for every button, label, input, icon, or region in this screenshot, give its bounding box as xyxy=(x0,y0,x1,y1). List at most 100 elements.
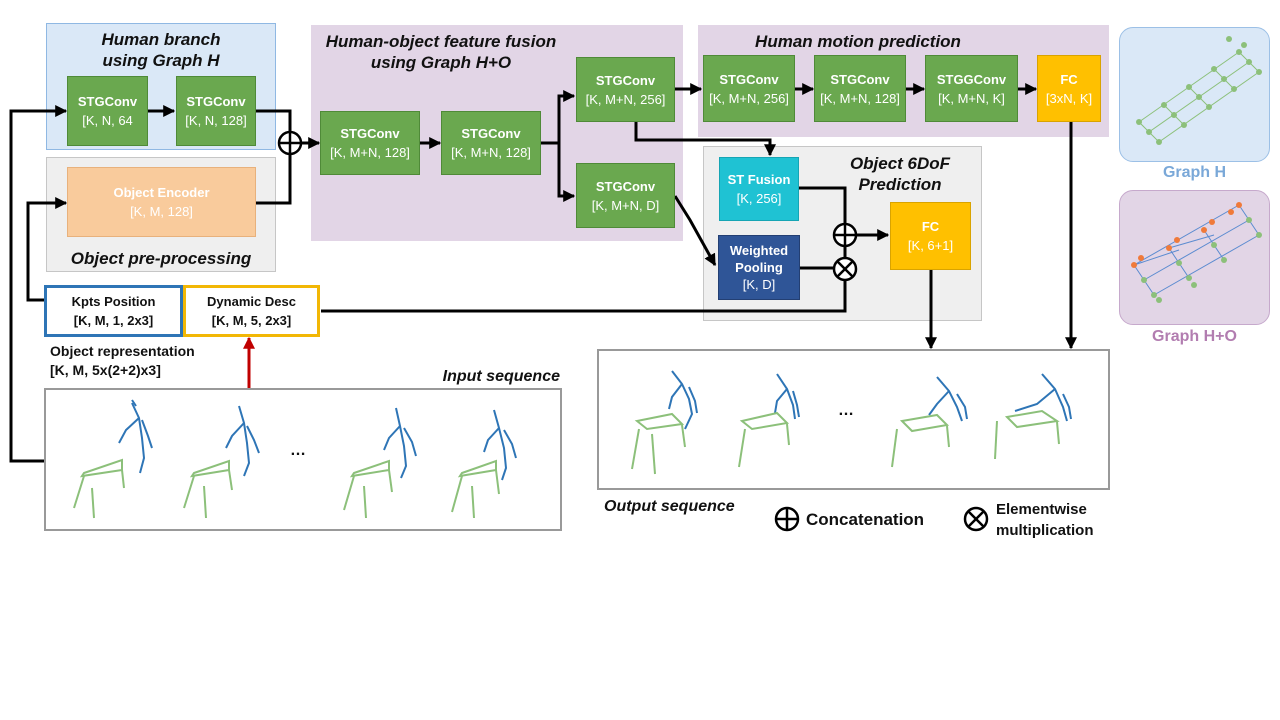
motion-stgconv-2: STGConv [K, M+N, 128] xyxy=(814,55,906,122)
kpts-position-box: Kpts Position [K, M, 1, 2x3] xyxy=(44,285,183,337)
motion-stgconv-2-name: STGConv xyxy=(830,71,890,87)
arrow-dyn-mult xyxy=(321,281,847,313)
object-encoder-dims: [K, M, 128] xyxy=(130,204,193,219)
fusion-stgconv-bottom-dims: [K, M+N, D] xyxy=(591,197,660,213)
weighted-pooling-name-2: Pooling xyxy=(735,260,783,275)
fusion-stgconv-2: STGConv [K, M+N, 128] xyxy=(441,111,541,175)
motion-stgconv-1: STGConv [K, M+N, 256] xyxy=(703,55,795,122)
arrow-fubot-wpool xyxy=(673,195,717,267)
fusion-title: Human-object feature fusion using Graph … xyxy=(311,31,571,73)
fusion-stgconv-2-dims: [K, M+N, 128] xyxy=(451,145,531,160)
dynamic-desc-name: Dynamic Desc xyxy=(207,294,296,309)
input-sequence-figures xyxy=(73,399,517,519)
motion-stggconv-3-dims: [K, M+N, K] xyxy=(938,90,1005,106)
graph-ho-panel xyxy=(1119,190,1270,325)
st-fusion: ST Fusion [K, 256] xyxy=(719,157,799,221)
fusion-stgconv-bottom: STGConv [K, M+N, D] xyxy=(576,163,675,228)
output-sequence-panel xyxy=(597,349,1110,490)
output-human-3 xyxy=(928,376,968,422)
motion-fc: FC [3xN, K] xyxy=(1037,55,1101,122)
arrow-objenc-concat xyxy=(256,154,292,205)
object-preprocessing-title: Object pre-processing xyxy=(70,249,252,268)
object-fc-dims: [K, 6+1] xyxy=(907,238,954,253)
input-sequence-panel xyxy=(44,388,562,531)
concat-operator-1 xyxy=(277,130,303,156)
object-representation-label: Object representation [K, M, 5x(2+2)x3] xyxy=(50,342,195,380)
graph-ho-label: Graph H+O xyxy=(1152,328,1237,345)
legend-concatenation-label: Concatenation xyxy=(806,510,925,529)
legend-multiply-icon xyxy=(963,506,989,532)
human-stgconv-2: STGConv [K, N, 128] xyxy=(176,76,256,146)
output-human-1 xyxy=(668,370,698,430)
weighted-pooling: Weighted Pooling [K, D] xyxy=(718,235,800,300)
motion-stgconv-1-name: STGConv xyxy=(719,71,779,87)
arrow-inputs-to-objenc xyxy=(26,197,68,302)
human-branch-title-line1: Human branch xyxy=(101,30,221,49)
output-chair-3 xyxy=(891,413,950,468)
input-human-4 xyxy=(483,409,517,481)
graph-h-figure xyxy=(1136,36,1262,145)
weighted-pooling-dims: [K, D] xyxy=(742,277,776,292)
object-encoder-name: Object Encoder xyxy=(113,185,210,200)
fusion-stgconv-1: STGConv [K, M+N, 128] xyxy=(320,111,420,175)
output-sequence-figures xyxy=(631,370,1072,475)
fusion-stgconv-top-dims: [K, M+N, 256] xyxy=(585,91,666,107)
arrow-futop-stfusion xyxy=(634,122,776,157)
fusion-stgconv-top-name: STGConv xyxy=(595,72,656,88)
output-human-4 xyxy=(1014,373,1072,422)
object-fc: FC [K, 6+1] xyxy=(890,202,971,270)
fusion-stgconv-top: STGConv [K, M+N, 256] xyxy=(576,57,675,122)
input-human-3 xyxy=(383,407,417,479)
arrow-stfusion-concat2 xyxy=(799,186,847,224)
object-6dof-title-line2: Prediction xyxy=(858,175,942,194)
arrow-split-top xyxy=(557,90,576,143)
legend-multiplication-label: Elementwise multiplication xyxy=(996,499,1094,541)
output-chair-4 xyxy=(994,409,1060,460)
output-sequence-title: Output sequence xyxy=(604,498,735,515)
object-6dof-title-line1: Object 6DoF xyxy=(849,154,951,173)
kpts-position-name: Kpts Position xyxy=(71,294,156,309)
st-fusion-dims: [K, 256] xyxy=(736,191,782,206)
motion-stgconv-2-dims: [K, M+N, 128] xyxy=(820,90,900,106)
input-chair-3 xyxy=(343,459,393,519)
object-representation-line2: [K, M, 5x(2+2)x3] xyxy=(50,362,161,378)
dynamic-desc-box: Dynamic Desc [K, M, 5, 2x3] xyxy=(183,285,320,337)
input-human-1 xyxy=(118,399,153,474)
fusion-title-line2: using Graph H+O xyxy=(370,53,512,72)
graph-ho-figure xyxy=(1131,202,1262,303)
human-stgconv-1: STGConv [K, N, 64 xyxy=(67,76,148,146)
graph-h-panel xyxy=(1119,27,1270,162)
arrow-input-to-human xyxy=(9,105,68,463)
human-branch-title: Human branch using Graph H xyxy=(46,29,276,71)
input-sequence-ellipsis: … xyxy=(290,442,306,459)
output-human-2 xyxy=(774,373,800,420)
input-chair-1 xyxy=(73,458,125,519)
legend-multiplication-line2: multiplication xyxy=(996,522,1094,539)
arrow-split-bot xyxy=(557,143,576,202)
object-representation-line1: Object representation xyxy=(50,343,195,359)
motion-stgconv-1-dims: [K, M+N, 256] xyxy=(709,90,789,106)
concat-operator-2 xyxy=(832,222,858,248)
motion-stggconv-3: STGGConv [K, M+N, K] xyxy=(925,55,1018,122)
legend-multiplication-line1: Elementwise xyxy=(996,501,1087,518)
fusion-stgconv-1-name: STGConv xyxy=(340,126,400,141)
fusion-title-line1: Human-object feature fusion xyxy=(325,32,557,51)
human-stgconv-1-name: STGConv xyxy=(77,94,138,109)
input-chair-2 xyxy=(183,459,233,519)
output-chair-1 xyxy=(631,412,686,475)
dynamic-desc-dims: [K, M, 5, 2x3] xyxy=(211,313,292,328)
input-human-2 xyxy=(225,405,260,477)
human-stgconv-1-dims: [K, N, 64 xyxy=(82,113,133,128)
input-sequence-title: Input sequence xyxy=(442,368,560,385)
st-fusion-name: ST Fusion xyxy=(727,172,791,187)
motion-title: Human motion prediction xyxy=(755,32,961,51)
object-fc-name: FC xyxy=(921,219,940,234)
motion-fc-dims: [3xN, K] xyxy=(1045,90,1093,106)
fusion-stgconv-bottom-name: STGConv xyxy=(595,178,656,194)
legend-concat-icon xyxy=(774,506,800,532)
human-stgconv-2-name: STGConv xyxy=(186,94,246,109)
graph-h-label: Graph H xyxy=(1162,164,1227,181)
fusion-stgconv-1-dims: [K, M+N, 128] xyxy=(330,145,410,160)
arrow-hb2-concat xyxy=(256,109,292,132)
